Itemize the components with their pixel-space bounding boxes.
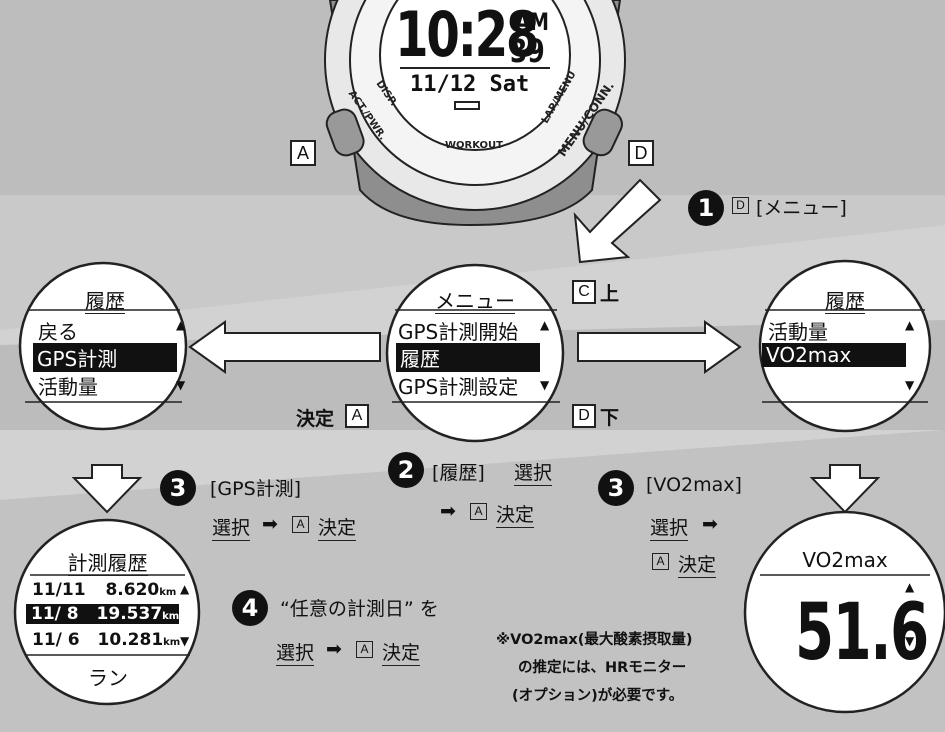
menu-item-history[interactable]: 履歴 (396, 343, 540, 372)
step1-label: [メニュー] (756, 197, 847, 219)
note-line-2: の推定には、HRモニター (518, 660, 687, 676)
history-left-title: 履歴 (85, 289, 125, 314)
history-right-item-activity[interactable]: 活動量 (768, 320, 828, 344)
step4-confirm: 決定 (382, 638, 421, 666)
confirm-key: A (345, 404, 369, 428)
step3-right-item: [VO2max] (646, 474, 742, 496)
step3-right-confirm: 決定 (678, 550, 717, 578)
scroll-down-icon: ▼ (905, 378, 915, 392)
scroll-down-icon: ▼ (905, 634, 915, 648)
log-distance: 19.537 (96, 604, 163, 624)
step3-left-item: [GPS計測] (210, 478, 302, 500)
log-row[interactable]: 11/ 6 10.281km (32, 630, 180, 650)
log-date: 11/ 8 (31, 604, 79, 624)
log-unit: km (159, 587, 177, 598)
note-line-1: ※VO2max(最大酸素摂取量) (496, 632, 693, 648)
log-row-selected[interactable]: 11/ 8 19.537km (26, 604, 179, 624)
step3-left-arrow: ➡ (262, 513, 278, 535)
log-footer: ラン (88, 666, 128, 690)
history-left-item-gps[interactable]: GPS計測 (33, 343, 177, 372)
log-title: 計測履歴 (67, 551, 148, 576)
watch-date: 11/12 Sat (410, 72, 530, 97)
scroll-down-icon: ▼ (180, 634, 190, 648)
scroll-up-icon: ▲ (905, 580, 915, 594)
menu-item-gps-start[interactable]: GPS計測開始 (398, 320, 519, 344)
confirm-label: 決定 (296, 408, 335, 430)
step2-arrow: ➡ (440, 500, 456, 522)
step1-number: 1 (688, 190, 724, 226)
history-left-item-activity[interactable]: 活動量 (38, 375, 98, 399)
step4-key: A (356, 641, 373, 658)
up-label: 上 (600, 283, 620, 305)
step3-right-select: 選択 (650, 513, 689, 541)
history-left-item-back[interactable]: 戻る (38, 320, 78, 344)
log-unit: km (163, 637, 181, 648)
note-line-3: (オプション)が必要です。 (512, 688, 684, 704)
step2-key: A (470, 503, 487, 520)
watch-ampm: AM (515, 8, 549, 36)
down-key: D (572, 404, 596, 428)
bezel-label-workout: WORKOUT (445, 140, 503, 151)
step3-left-key: A (292, 516, 309, 533)
watch-seconds: 39 (510, 32, 545, 70)
step3-left-number: 3 (160, 470, 196, 506)
step4-text: “任意の計測日” を (280, 598, 439, 620)
vo2-value: 51.6 (795, 588, 929, 678)
up-key: C (572, 280, 596, 304)
step3-right-key: A (652, 553, 669, 570)
step2-select: 選択 (514, 458, 553, 486)
step3-right-number: 3 (598, 470, 634, 506)
log-date: 11/11 (32, 580, 86, 600)
log-unit: km (162, 611, 180, 622)
log-distance: 8.620 (105, 580, 160, 600)
step3-left-confirm: 決定 (318, 513, 357, 541)
scroll-up-icon: ▲ (180, 582, 190, 596)
step1-key: D (732, 197, 749, 214)
scroll-down-icon: ▼ (176, 378, 186, 392)
step2-number: 2 (388, 452, 424, 488)
step2-confirm: 決定 (496, 500, 535, 528)
step4-select: 選択 (276, 638, 315, 666)
scroll-up-icon: ▲ (176, 318, 186, 332)
watch-illustration (324, 0, 626, 227)
scroll-up-icon: ▲ (905, 318, 915, 332)
menu-title: メニュー (435, 289, 515, 314)
vo2-title: VO2max (802, 548, 888, 572)
watch-time: 10:28 (395, 0, 540, 71)
step2-item: [履歴] (432, 462, 485, 484)
scroll-up-icon: ▲ (540, 318, 550, 332)
log-row[interactable]: 11/11 8.620km (32, 580, 176, 600)
button-a-label[interactable]: A (290, 140, 316, 166)
log-distance: 10.281 (97, 630, 164, 650)
down-label: 下 (600, 407, 620, 429)
history-right-title: 履歴 (825, 289, 865, 314)
step4-arrow: ➡ (326, 638, 342, 660)
log-date: 11/ 6 (32, 630, 80, 650)
history-right-item-vo2max[interactable]: VO2max (762, 343, 906, 367)
button-d-label[interactable]: D (628, 140, 654, 166)
step3-right-arrow: ➡ (702, 513, 718, 535)
step3-left-select: 選択 (212, 513, 251, 541)
step4-number: 4 (232, 590, 268, 626)
menu-item-gps-settings[interactable]: GPS計測設定 (398, 375, 519, 399)
scroll-down-icon: ▼ (540, 378, 550, 392)
